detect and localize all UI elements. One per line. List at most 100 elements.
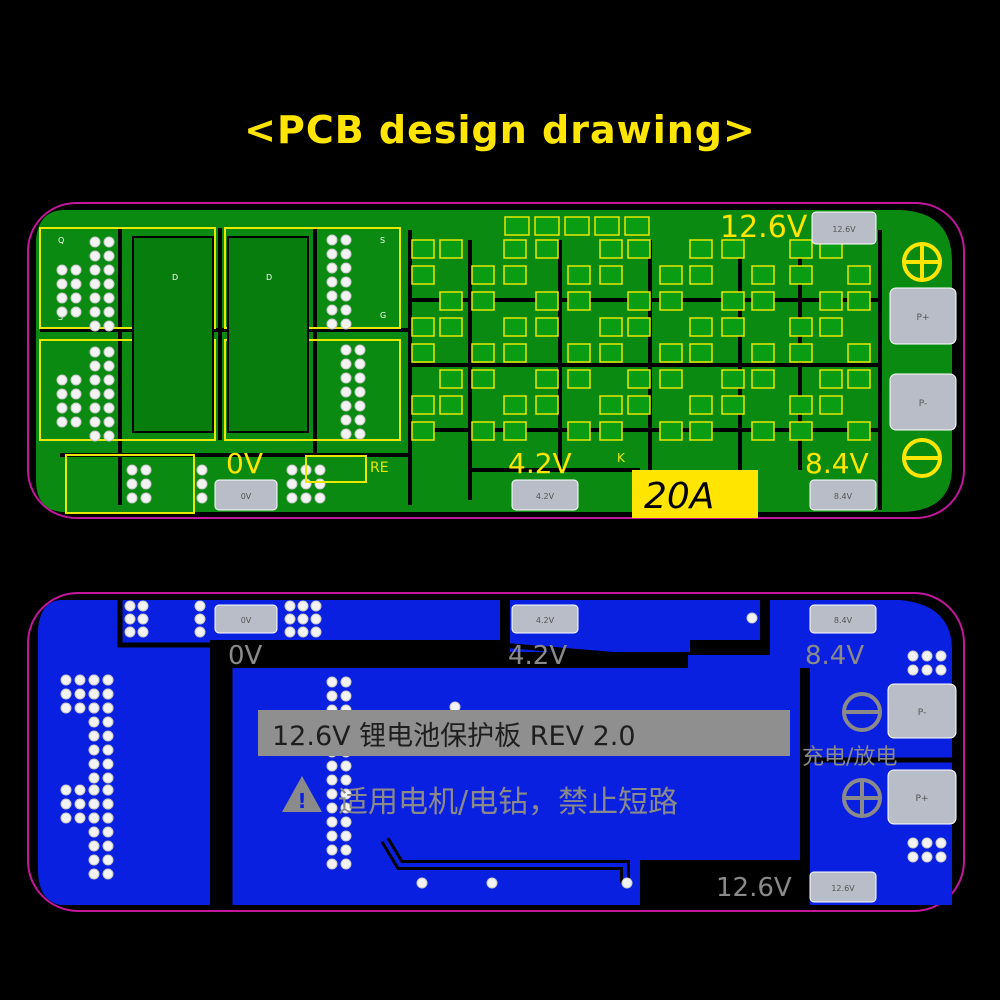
smd-component (721, 317, 745, 337)
via-dot (326, 788, 338, 800)
via-dot (326, 760, 338, 772)
via-dot (194, 613, 206, 625)
smd-component (411, 265, 435, 285)
via-dot (89, 402, 101, 414)
via-dot (921, 650, 933, 662)
via-dot (907, 851, 919, 863)
smd-component (471, 369, 495, 389)
smd-component (819, 291, 843, 311)
via-dot (326, 858, 338, 870)
via-dot (284, 600, 296, 612)
via-dot (935, 650, 947, 662)
smd-component (789, 239, 813, 259)
bottom-copper-right (688, 600, 952, 905)
via-dot (88, 674, 100, 686)
smd-component (439, 317, 463, 337)
bottom-trace-gaps (117, 600, 960, 905)
via-dot (310, 613, 322, 625)
via-dot (921, 837, 933, 849)
via-dot (56, 278, 68, 290)
smd-component (847, 421, 871, 441)
smd-component (411, 421, 435, 441)
via-dot (326, 774, 338, 786)
pad-12-6v (811, 211, 877, 245)
via-dot (354, 414, 366, 426)
top-smd-components (411, 216, 871, 441)
via-dot (89, 250, 101, 262)
top-via-clusters (56, 234, 366, 504)
via-dot (124, 626, 136, 638)
smd-component (599, 343, 623, 363)
via-dot (194, 626, 206, 638)
via-dot (326, 276, 338, 288)
smd-component (535, 317, 559, 337)
via-dot (286, 464, 298, 476)
via-dot (88, 730, 100, 742)
smd-component (599, 421, 623, 441)
bottom-pad-12-6v-label: 12.6V (831, 884, 855, 893)
via-dot (196, 492, 208, 504)
via-dot (56, 374, 68, 386)
via-dot (89, 416, 101, 428)
smd-component (439, 395, 463, 415)
smd-component (751, 421, 775, 441)
via-dot (300, 492, 312, 504)
via-dot (102, 868, 114, 880)
via-dot (102, 854, 114, 866)
smd-component (627, 291, 651, 311)
smd-component (627, 395, 651, 415)
smd-component (847, 265, 871, 285)
smd-component (689, 421, 713, 441)
label-4-2v: 4.2V (508, 447, 572, 480)
smd-component (411, 395, 435, 415)
via-dot (340, 290, 352, 302)
smd-component (624, 216, 650, 236)
via-dot (70, 388, 82, 400)
smd-component (819, 369, 843, 389)
via-dot (326, 262, 338, 274)
smd-component (471, 421, 495, 441)
via-dot (310, 600, 322, 612)
smd-component (789, 343, 813, 363)
bottom-pad-4-2v (511, 604, 579, 634)
via-dot (340, 690, 352, 702)
via-dot (56, 306, 68, 318)
smd-component (751, 291, 775, 311)
smd-component (627, 239, 651, 259)
page-title: <PCB design drawing> (244, 108, 756, 152)
via-dot (88, 688, 100, 700)
via-dot (56, 292, 68, 304)
via-dot (340, 276, 352, 288)
bottom-pad-p-minus-label: P- (918, 708, 926, 718)
smd-component (819, 317, 843, 337)
via-dot (88, 826, 100, 838)
smd-component (659, 265, 683, 285)
smd-component (594, 216, 620, 236)
via-dot (486, 877, 498, 889)
smd-component (535, 291, 559, 311)
smd-component (751, 343, 775, 363)
via-dot (326, 676, 338, 688)
via-dot (326, 248, 338, 260)
plus-symbol-icon (902, 242, 942, 282)
via-dot (126, 492, 138, 504)
via-dot (340, 844, 352, 856)
via-dot (935, 837, 947, 849)
via-dot (340, 774, 352, 786)
connector-footprint (65, 454, 195, 514)
via-dot (354, 344, 366, 356)
pad-0v (214, 479, 278, 511)
smd-component (567, 291, 591, 311)
via-dot (921, 664, 933, 676)
via-dot (88, 716, 100, 728)
via-dot (621, 877, 633, 889)
via-dot (103, 320, 115, 332)
smd-component (847, 343, 871, 363)
via-dot (60, 688, 72, 700)
via-dot (907, 650, 919, 662)
top-board: Q S D D G S RE K 12.6V 0V 4.2V 8.4V 20A … (27, 202, 965, 519)
via-dot (103, 402, 115, 414)
via-dot (102, 716, 114, 728)
via-dot (103, 306, 115, 318)
via-dot (416, 877, 428, 889)
